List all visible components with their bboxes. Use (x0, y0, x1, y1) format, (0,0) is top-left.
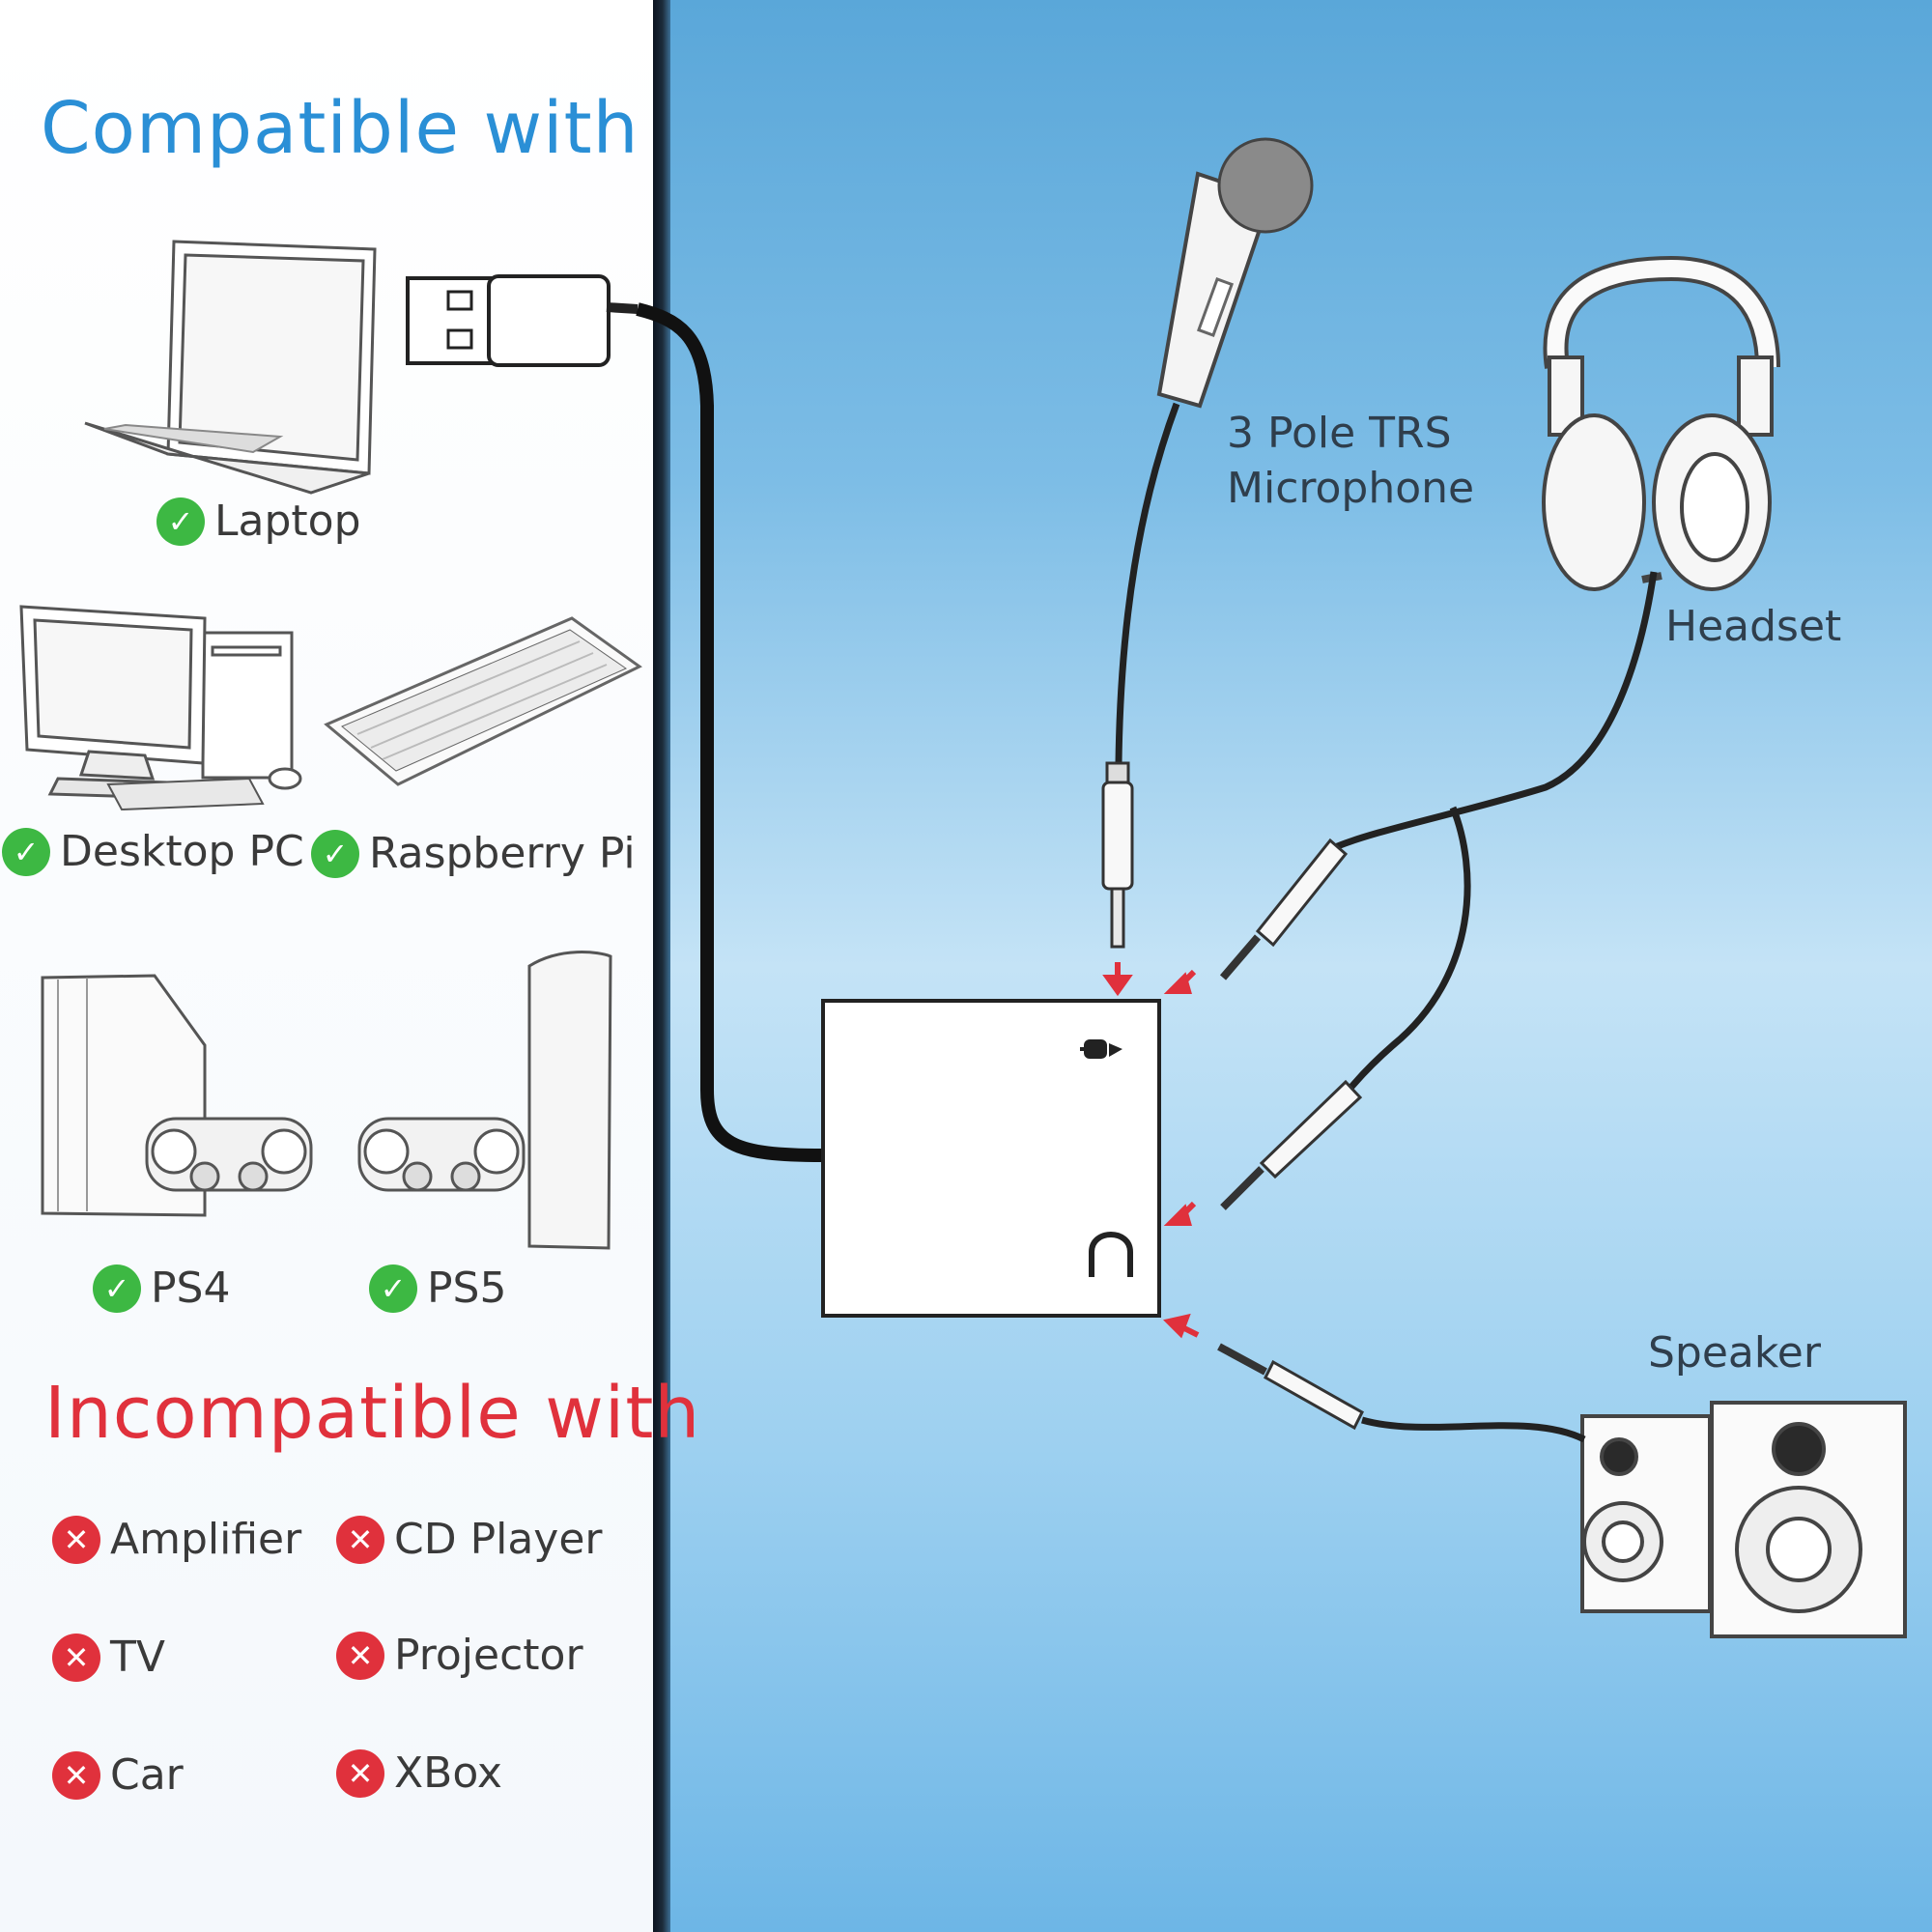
incompatible-item-cd-player: ✕ CD Player (336, 1515, 603, 1564)
compatible-item-raspberry-pi: ✓ Raspberry Pi (311, 829, 636, 878)
usb-cable (636, 302, 824, 1162)
headset-label: Headset (1665, 602, 1842, 651)
compatible-item-label: PS5 (427, 1264, 507, 1313)
incompatible-item-label: TV (110, 1633, 165, 1682)
headset-cable-branch (1348, 806, 1471, 1092)
microphone-jack (1101, 761, 1134, 949)
ps4-console-icon (41, 974, 313, 1217)
incompatible-item-car: ✕ Car (52, 1750, 184, 1800)
cross-icon: ✕ (52, 1750, 100, 1800)
headphone-port-icon (1089, 1231, 1133, 1277)
cross-icon: ✕ (336, 1515, 384, 1564)
speaker-jack (1217, 1343, 1364, 1431)
usb-plug-icon (406, 274, 639, 367)
headset-icon (1542, 255, 1780, 591)
headset-cable (1331, 571, 1658, 852)
compatible-item-label: Raspberry Pi (369, 829, 636, 878)
desktop-pc-icon (19, 605, 302, 811)
compatible-item-ps4: ✓ PS4 (93, 1264, 230, 1313)
keyboard-icon (324, 616, 642, 786)
check-icon: ✓ (369, 1264, 417, 1313)
microphone-label: 3 Pole TRS Microphone (1227, 406, 1474, 516)
incompatible-item-projector: ✕ Projector (336, 1631, 583, 1680)
incompatible-item-label: Amplifier (110, 1515, 302, 1564)
usb-sound-card (821, 999, 1161, 1318)
speaker-label: Speaker (1648, 1328, 1821, 1378)
incompatible-item-label: Projector (394, 1631, 583, 1680)
cross-icon: ✕ (52, 1633, 100, 1682)
check-icon: ✓ (2, 827, 50, 876)
ps5-console-icon (357, 951, 612, 1250)
microphone-cable (1115, 402, 1180, 764)
incompatible-item-label: CD Player (394, 1515, 603, 1564)
check-icon: ✓ (93, 1264, 141, 1313)
check-icon: ✓ (156, 497, 205, 546)
incompatible-item-tv: ✕ TV (52, 1633, 165, 1682)
speaker-cable (1361, 1416, 1586, 1443)
connection-arrows (1102, 962, 1200, 1339)
microphone-label-line1: 3 Pole TRS (1227, 409, 1452, 458)
microphone-icon (1156, 137, 1314, 409)
headset-audio-jack (1220, 1079, 1363, 1210)
incompatible-item-label: Car (110, 1750, 184, 1800)
incompatible-item-amplifier: ✕ Amplifier (52, 1515, 301, 1564)
microphone-label-line2: Microphone (1227, 464, 1475, 514)
compatible-item-ps5: ✓ PS5 (369, 1264, 506, 1313)
panel-divider (653, 0, 670, 1932)
compatible-item-label: Laptop (214, 497, 361, 546)
cross-icon: ✕ (336, 1631, 384, 1680)
cross-icon: ✕ (336, 1748, 384, 1798)
compatible-item-laptop: ✓ Laptop (156, 497, 361, 546)
cross-icon: ✕ (52, 1515, 100, 1564)
compatible-heading: Compatible with (41, 87, 639, 170)
compatible-item-desktop-pc: ✓ Desktop PC (2, 827, 304, 876)
compatible-item-label: Desktop PC (60, 827, 304, 876)
headset-mic-jack (1219, 838, 1349, 980)
incompatible-heading: Incompatible with (44, 1372, 701, 1455)
laptop-icon (84, 240, 377, 495)
incompatible-item-xbox: ✕ XBox (336, 1748, 502, 1798)
check-icon: ✓ (311, 829, 359, 878)
incompatible-item-label: XBox (394, 1748, 502, 1798)
compatible-item-label: PS4 (151, 1264, 231, 1313)
microphone-port-icon (1080, 1039, 1122, 1059)
speaker-icon (1580, 1401, 1907, 1638)
